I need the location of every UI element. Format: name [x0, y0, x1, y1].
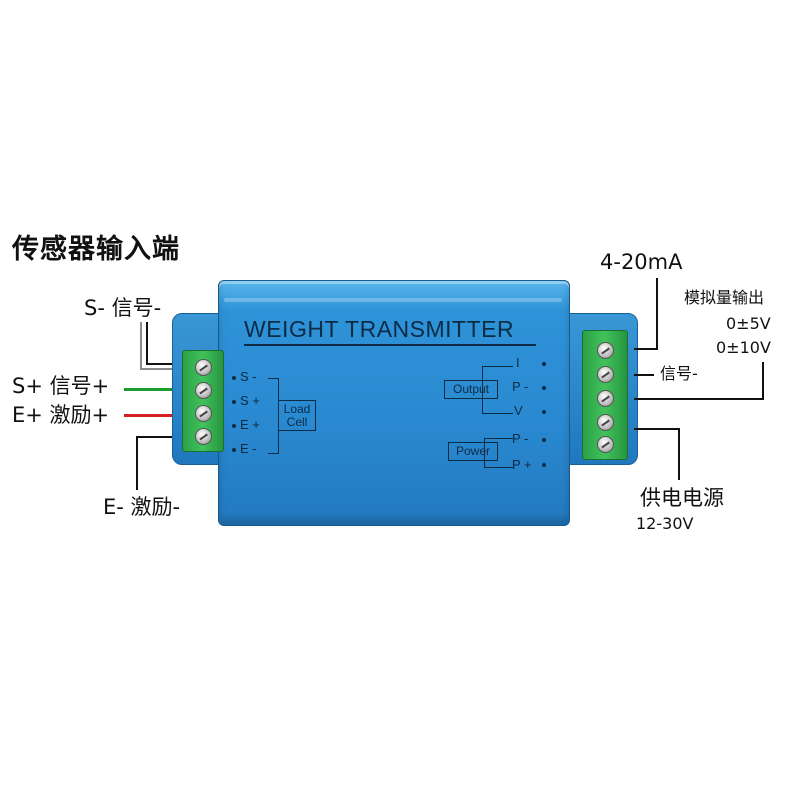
screw-terminal-icon [597, 436, 614, 453]
wire-s-minus-h [140, 368, 188, 370]
pin-label-p-minus-out: P - [512, 379, 529, 394]
device-title: WEIGHT TRANSMITTER [244, 316, 515, 342]
label-power-range: 12-30V [636, 514, 694, 533]
pin-label-p-plus: P + [512, 457, 532, 472]
wire-s-plus [124, 388, 188, 391]
label-analog-output: 模拟量输出 [684, 288, 765, 307]
housing-ridge [224, 298, 562, 302]
diagram-title: 传感器输入端 [12, 234, 180, 265]
pin-label-v: V [514, 403, 523, 418]
pin-dot [542, 410, 546, 414]
pin-dot [542, 463, 546, 467]
device-title-underline [244, 344, 536, 346]
leader-voltage [634, 398, 764, 400]
leader-voltage-v [762, 362, 764, 400]
label-signal-minus: 信号- [660, 364, 698, 383]
leader-power [634, 428, 680, 430]
leader-current [634, 348, 658, 350]
wire-e-minus-h [136, 436, 188, 438]
pin-label-i: I [516, 355, 520, 370]
label-s-plus: S+ 信号+ [12, 374, 110, 398]
wire-e-minus-v [136, 436, 138, 490]
label-s-minus: S- 信号- [84, 296, 162, 320]
screw-terminal-icon [597, 390, 614, 407]
pin-dot [232, 448, 236, 452]
pin-dot [542, 438, 546, 442]
pin-dot [542, 386, 546, 390]
pin-label-s-minus: S - [240, 369, 257, 384]
output-bracket [482, 366, 513, 414]
leader-current-v [656, 278, 658, 350]
screw-terminal-icon [597, 342, 614, 359]
load-cell-box: Load Cell [278, 400, 316, 432]
pin-label-e-minus: E - [240, 441, 257, 456]
leader-power-v [678, 428, 680, 480]
pin-label-s-plus: S + [240, 393, 260, 408]
pin-dot [542, 362, 546, 366]
screw-terminal-icon [597, 414, 614, 431]
terminal-block-right [582, 330, 628, 460]
pin-label-e-plus: E + [240, 417, 260, 432]
leader-s-minus [146, 322, 148, 364]
wire-e-plus [124, 414, 188, 417]
load-cell-label-line1: Load [283, 402, 311, 416]
load-cell-label-line2: Cell [286, 414, 308, 429]
label-power-supply: 供电电源 [640, 486, 724, 510]
screw-terminal-icon [195, 405, 212, 422]
power-bracket [484, 438, 513, 468]
screw-terminal-icon [195, 359, 212, 376]
transmitter-housing [218, 280, 570, 526]
leader-s-minus-h [146, 363, 188, 365]
screw-terminal-icon [195, 382, 212, 399]
label-e-minus: E- 激励- [103, 495, 181, 519]
output-box: Output [444, 380, 498, 399]
screw-terminal-icon [195, 428, 212, 445]
pin-dot [232, 376, 236, 380]
pin-label-p-minus-pwr: P - [512, 431, 529, 446]
wire-s-minus [140, 322, 142, 370]
label-current-output: 4-20mA [600, 250, 683, 274]
pin-dot [232, 400, 236, 404]
leader-signal-minus [634, 374, 654, 376]
terminal-block-left [182, 350, 224, 452]
label-e-plus: E+ 激励+ [12, 403, 110, 427]
label-range-5v: 0±5V [726, 314, 771, 333]
power-box: Power [448, 442, 498, 461]
screw-terminal-icon [597, 366, 614, 383]
pin-dot [232, 424, 236, 428]
label-range-10v: 0±10V [716, 338, 771, 357]
